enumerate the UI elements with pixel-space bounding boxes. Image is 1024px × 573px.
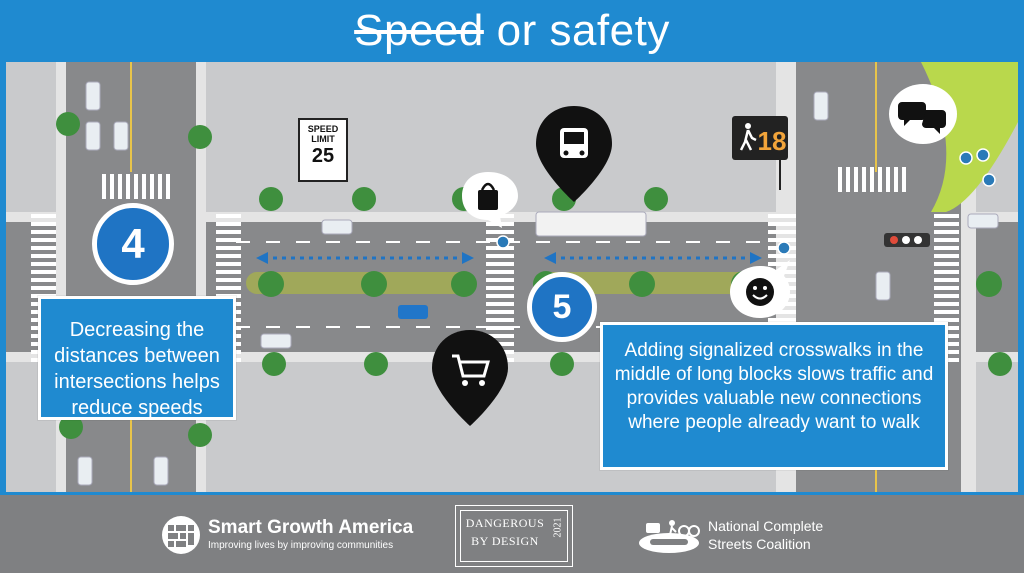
smiley-bubble-icon [724,258,796,322]
dangerous-by-design-logo: DANGEROUS BY DESIGN 2021 [455,505,573,567]
bus-pin-icon [534,104,614,204]
speed-sign-line2: LIMIT [311,134,335,144]
ncsc-name-line1: National Complete [708,518,824,534]
speed-limit-sign: SPEED LIMIT 25 [298,118,348,182]
street-map: 18 SPEED LIMIT 25 4 5 Decreasing the dis… [6,62,1018,492]
speed-sign-value: 25 [311,145,335,167]
shopping-bag-bubble-icon [458,170,524,230]
callout-4-text: Decreasing the distances between interse… [38,296,236,420]
callout-4-badge: 4 [92,203,174,285]
speed-sign-line1: SPEED [307,124,339,134]
footer: Smart Growth America Improving lives by … [0,495,1024,573]
svg-text:18: 18 [758,126,787,156]
title-rest: or safety [483,6,670,55]
title-struck-word: Speed [354,6,484,55]
ncsc-emblem-icon [639,520,700,553]
smart-growth-america-logo: Smart Growth America Improving lives by … [160,515,414,555]
callout-5-badge: 5 [527,272,597,342]
dbd-inner-border [460,510,568,562]
dbd-line2: BY DESIGN [471,534,539,548]
sga-emblem-icon [162,516,200,554]
national-complete-streets-coalition-logo: National Complete Streets Coalition [638,515,858,559]
sga-tagline: Improving lives by improving communities [208,540,394,551]
callout-5-text: Adding signalized crosswalks in the midd… [600,322,948,470]
shopping-cart-pin-icon [430,328,510,428]
chat-bubble-icon [886,82,960,150]
title-bar: Speed or safety [0,0,1024,62]
ncsc-name-line2: Streets Coalition [708,536,811,552]
dbd-line1: DANGEROUS [465,516,545,530]
pedestrian-signal-icon: 18 [732,114,788,192]
sga-name: Smart Growth America [208,517,414,538]
dbd-year: 2021 [552,517,564,538]
page-title: Speed or safety [0,6,1024,56]
